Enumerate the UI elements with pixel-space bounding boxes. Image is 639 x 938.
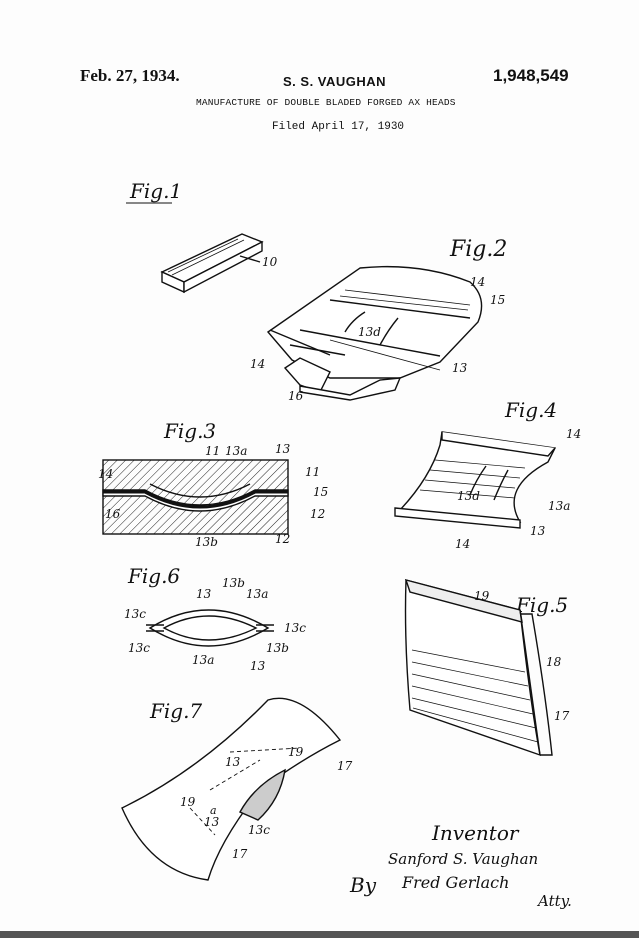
ref-10: 10 xyxy=(262,255,278,269)
inventor-name: S. S. VAUGHAN xyxy=(283,74,387,89)
ref-13-fig4: 13 xyxy=(530,524,546,538)
ref-11-top: 11 xyxy=(205,444,220,458)
ax-head-drawing xyxy=(404,578,553,757)
die-section-drawing xyxy=(102,459,289,535)
atty-label: Atty. xyxy=(536,892,572,910)
figure-2: Fig.2 14 15 13d 14 13 16 xyxy=(250,237,507,403)
ref-15-fig3: 15 xyxy=(313,485,328,499)
ref-18: 18 xyxy=(546,655,562,669)
signature-block: Inventor Sanford S. Vaughan By Fred Gerl… xyxy=(349,821,572,910)
bent-blank-drawing xyxy=(394,431,557,529)
ref-19-fig7-left: 19 xyxy=(180,795,196,809)
ref-13-fig3: 13 xyxy=(275,442,291,456)
ref-19-fig7-top: 19 xyxy=(288,745,304,759)
ref-13c-right: 13c xyxy=(284,621,306,635)
ref-14-fig4-top: 14 xyxy=(566,427,581,441)
fig1-label: Fig.1 xyxy=(129,179,182,203)
ref-13c-fig7: 13c xyxy=(248,823,270,837)
ref-13-fig7-bottom: 13 xyxy=(204,815,220,829)
fig3-label: Fig.3 xyxy=(163,419,216,443)
ref-14-top: 14 xyxy=(470,275,485,289)
ref-16: 16 xyxy=(288,389,304,403)
ref-14-fig4-bottom: 14 xyxy=(455,537,470,551)
filed-date: Filed April 17, 1930 xyxy=(272,121,405,133)
fig7-label: Fig.7 xyxy=(149,699,202,723)
ref-13a-fig4: 13a xyxy=(548,499,570,513)
ref-13d-fig4: 13d xyxy=(457,489,480,503)
ref-13a-fig6-top: 13a xyxy=(246,587,268,601)
fig6-label: Fig.6 xyxy=(127,564,180,588)
ref-15: 15 xyxy=(490,293,505,307)
ref-a: a xyxy=(210,804,217,817)
ref-17-fig7-top: 17 xyxy=(337,759,353,773)
ref-11-right: 11 xyxy=(305,465,320,479)
ref-17-fig5: 17 xyxy=(554,709,570,723)
ref-19-fig5: 19 xyxy=(474,589,490,603)
attorney-signature: Fred Gerlach xyxy=(401,873,509,892)
ref-13-fig6-top: 13 xyxy=(196,587,212,601)
blank-bar-drawing xyxy=(160,233,264,294)
ref-13b-fig6-bottom: 13b xyxy=(266,641,289,655)
bottom-border xyxy=(0,931,639,938)
by-label: By xyxy=(349,873,377,897)
patent-date: Feb. 27, 1934. xyxy=(80,66,180,85)
ref-13c-left-bottom: 13c xyxy=(128,641,150,655)
ref-13c-left-top: 13c xyxy=(124,607,146,621)
ref-13a-fig6-bottom: 13a xyxy=(192,653,214,667)
figure-4: Fig.4 14 13d 13a 13 14 xyxy=(394,398,581,551)
figure-7: Fig.7 13 19 17 19 a 13 13c 17 xyxy=(121,697,353,881)
figure-3: Fig.3 11 13a 13 11 14 15 16 12 13b 12 xyxy=(98,419,328,549)
ref-16-fig3: 16 xyxy=(105,507,121,521)
fig5-label: Fig.5 xyxy=(515,593,568,617)
ref-14-fig3: 14 xyxy=(98,467,113,481)
figure-5: Fig.5 19 18 17 xyxy=(404,578,570,757)
ref-12-right: 12 xyxy=(310,507,325,521)
ref-13b-fig6-top: 13b xyxy=(222,576,245,590)
ref-14-left: 14 xyxy=(250,357,265,371)
fig2-label: Fig.2 xyxy=(449,237,507,262)
eye-section-drawing xyxy=(146,609,274,647)
ref-13: 13 xyxy=(452,361,468,375)
inventor-label: Inventor xyxy=(431,821,520,845)
patent-title: MANUFACTURE OF DOUBLE BLADED FORGED AX H… xyxy=(196,97,456,108)
fig4-label: Fig.4 xyxy=(504,398,557,422)
figure-1: Fig.1 10 xyxy=(126,179,278,294)
ref-13d: 13d xyxy=(358,325,381,339)
finished-ax-head-drawing xyxy=(121,697,342,881)
figure-6: Fig.6 13b 13 13a 13c 13c 13c 13b 13a 13 xyxy=(124,564,306,673)
inventor-signature: Sanford S. Vaughan xyxy=(388,850,538,868)
ref-12-bottom: 12 xyxy=(275,532,290,546)
ref-13-fig7-top: 13 xyxy=(225,755,241,769)
patent-number: 1,948,549 xyxy=(493,66,569,85)
flattened-blank-drawing xyxy=(266,265,483,401)
ref-17-fig7-bottom: 17 xyxy=(232,847,248,861)
ref-13b: 13b xyxy=(195,535,218,549)
ref-13-fig6-bottom: 13 xyxy=(250,659,266,673)
ref-13a: 13a xyxy=(225,444,247,458)
